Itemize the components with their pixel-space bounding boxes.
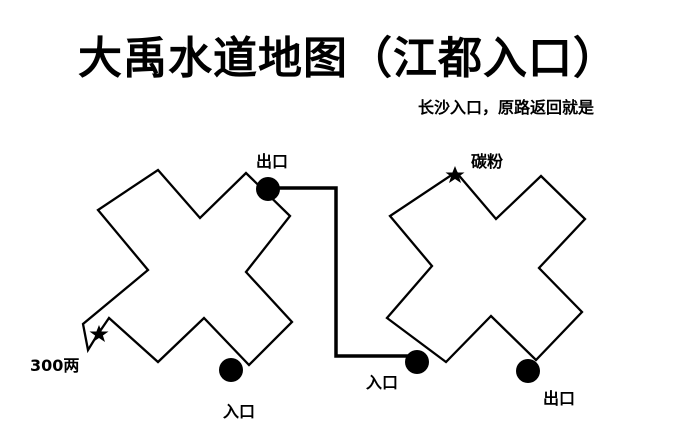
label-exit-left: 出口 [256,152,289,171]
circle-marker-icon [405,350,429,374]
label-money: 300两 [30,356,80,375]
star-icon [445,166,465,183]
page-title: 大禹水道地图（江都入口） [78,33,618,84]
page-subtitle: 长沙入口，原路返回就是 [418,98,595,117]
connecting-path [268,186,417,358]
label-entrance-right: 入口 [366,373,399,392]
star-icon [89,325,109,342]
label-carbon-powder: 碳粉 [471,152,504,171]
label-exit-right: 出口 [543,389,576,408]
label-entrance-left: 入口 [223,402,256,421]
circle-marker-icon [256,177,280,201]
circle-marker-icon [516,359,540,383]
right-cross-outline [385,170,587,364]
circle-marker-icon [219,358,243,382]
left-cross-outline [81,168,294,367]
